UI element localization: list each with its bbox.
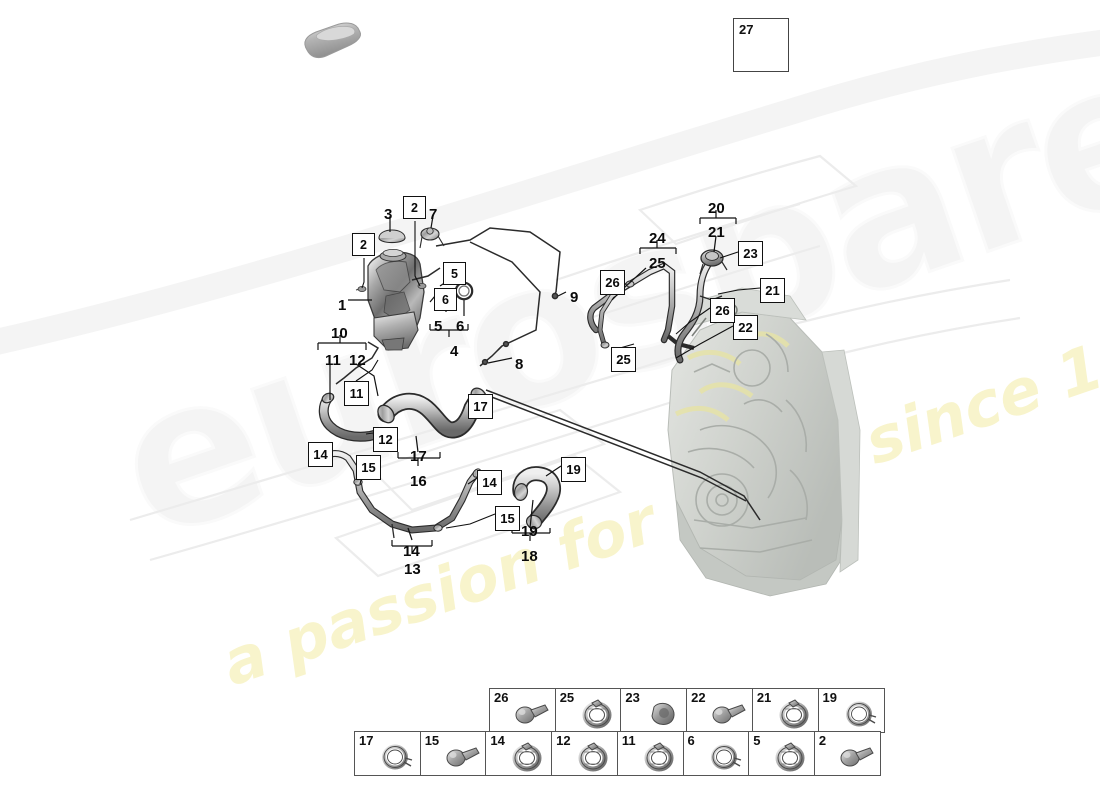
legend-number-5: 5 — [753, 733, 761, 748]
hose-clamp-icon — [639, 740, 679, 772]
spring-clamp-icon — [840, 697, 880, 729]
callout-number-10: 10 — [331, 325, 348, 342]
legend-number-15: 15 — [424, 733, 440, 748]
legend-row-top: 26 25 23 22 21 19 — [489, 688, 885, 733]
legend-cell-17: 17 — [354, 731, 421, 776]
callout-number-16: 16 — [410, 473, 427, 490]
callout-number-4: 4 — [450, 343, 459, 360]
coolant-pipe-part-20 — [674, 249, 728, 364]
legend-cell-26: 26 — [489, 688, 556, 733]
legend-cell-19: 19 — [817, 688, 885, 733]
expansion-tank — [355, 229, 427, 351]
legend-number-22: 22 — [691, 690, 706, 705]
boxed-callout-26: 26 — [710, 298, 735, 323]
screw-icon — [511, 697, 551, 729]
boxed-callout-12: 12 — [373, 427, 398, 452]
callout-number-6: 6 — [456, 318, 465, 335]
grommet-icon — [642, 697, 682, 729]
callout-number-3: 3 — [384, 206, 393, 223]
car-silhouette-icon — [304, 22, 361, 59]
screw-icon — [836, 740, 876, 772]
long-coolant-pipe — [485, 389, 761, 521]
legend-number-26: 26 — [494, 690, 509, 705]
boxed-callout-14: 14 — [477, 470, 502, 495]
water-hose-part-16 — [377, 387, 488, 439]
legend-number-17: 17 — [359, 733, 374, 748]
callout-number-24: 24 — [649, 230, 666, 247]
legend-number-14: 14 — [490, 733, 505, 748]
hose-clamp-icon — [577, 697, 617, 729]
body-panel-outline — [129, 154, 1021, 578]
screw-icon — [442, 740, 482, 772]
callout-number-14: 14 — [403, 543, 420, 560]
engine-block-illustration — [667, 287, 861, 597]
hose-clamp-icon — [770, 740, 810, 772]
legend-cell-5: 5 — [748, 731, 816, 776]
legend-row-bottom: 17 15 14 12 11 6 5 2 — [354, 731, 881, 776]
hose-clamp-icon — [774, 697, 814, 729]
legend-cell-14: 14 — [485, 731, 553, 776]
callout-number-20: 20 — [708, 200, 725, 217]
tank-cap-part-3 — [378, 229, 406, 244]
boxed-callout-23: 23 — [738, 241, 763, 266]
boxed-callout-6: 6 — [434, 288, 457, 311]
legend-cell-25: 25 — [554, 688, 622, 733]
screw-icon — [708, 697, 748, 729]
boxed-callout-2: 2 — [352, 233, 375, 256]
callout-number-17: 17 — [410, 448, 427, 465]
legend-cell-12: 12 — [551, 731, 619, 776]
coolant-fitting-part-7 — [419, 227, 445, 249]
legend-number-2: 2 — [818, 733, 827, 748]
boxed-callout-21: 21 — [760, 278, 785, 303]
coolant-pipe-lines — [411, 227, 561, 367]
callout-number-11: 11 — [325, 352, 341, 369]
boxed-callout-19: 19 — [561, 457, 586, 482]
boxed-callout-15: 15 — [495, 506, 520, 531]
legend-cell-23: 23 — [620, 688, 688, 733]
callout-number-19: 19 — [521, 523, 538, 540]
boxed-callout-22: 22 — [733, 315, 758, 340]
callout-number-7: 7 — [429, 206, 438, 223]
hose-clamp-icon — [573, 740, 613, 772]
boxed-callout-25: 25 — [611, 347, 636, 372]
clamp-ring-part-6 — [454, 281, 474, 301]
boxed-callout-15: 15 — [356, 455, 381, 480]
legend-number-6: 6 — [687, 733, 695, 748]
legend-number-23: 23 — [625, 690, 640, 705]
legend-cell-21: 21 — [751, 688, 819, 733]
spring-clamp-icon — [705, 740, 745, 772]
item-27-box: 27 — [733, 18, 789, 72]
hose-clamp-icon — [507, 740, 547, 772]
legend-cell-22: 22 — [686, 688, 754, 733]
item-27-number: 27 — [739, 22, 754, 37]
callout-number-21: 21 — [708, 224, 725, 241]
callout-number-12: 12 — [349, 352, 366, 369]
boxed-callout-11: 11 — [344, 381, 369, 406]
legend-cell-15: 15 — [419, 731, 487, 776]
legend-number-21: 21 — [756, 690, 772, 705]
legend-number-12: 12 — [556, 733, 571, 748]
legend-number-25: 25 — [559, 690, 575, 705]
callout-number-5: 5 — [434, 318, 443, 335]
callout-number-18: 18 — [521, 548, 538, 565]
legend-number-11: 11 — [621, 733, 636, 748]
leader-lines — [317, 210, 737, 554]
legend-number-19: 19 — [822, 690, 837, 705]
boxed-callout-14: 14 — [308, 442, 333, 467]
boxed-callout-2: 2 — [403, 196, 426, 219]
callout-number-13: 13 — [404, 561, 421, 578]
spring-clamp-icon — [376, 740, 416, 772]
callout-number-25: 25 — [649, 255, 666, 272]
callout-number-8: 8 — [515, 356, 524, 373]
boxed-callout-26: 26 — [600, 270, 625, 295]
boxed-callout-5: 5 — [443, 262, 466, 285]
legend-cell-11: 11 — [616, 731, 684, 776]
legend-cell-6: 6 — [682, 731, 750, 776]
callout-number-1: 1 — [338, 297, 347, 314]
callout-number-9: 9 — [570, 289, 579, 306]
boxed-callout-17: 17 — [468, 394, 493, 419]
legend-cell-2: 2 — [813, 731, 881, 776]
